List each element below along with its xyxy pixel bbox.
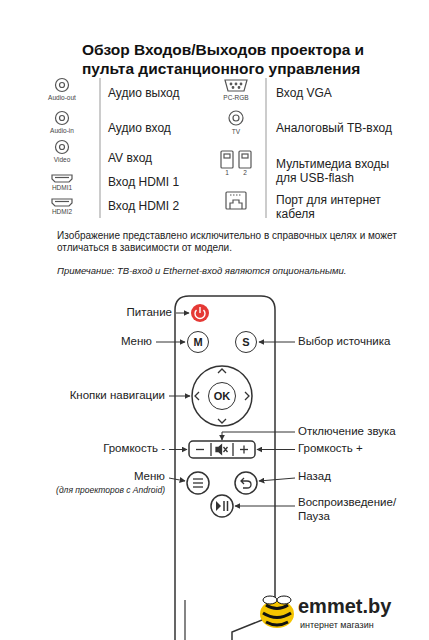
port-code: Audio-in: [35, 127, 89, 135]
button-letter: OK: [214, 390, 231, 402]
callout-label: Громкость +: [298, 442, 426, 456]
callout-label: Воспроизведение/ Пауза: [298, 496, 416, 524]
callout-lines: [156, 313, 295, 506]
button-letter: M: [193, 336, 202, 348]
port-label: Вход VGA: [276, 86, 421, 100]
port-label: Вход HDMI 1: [108, 175, 258, 189]
watermark: emmet.by: [298, 594, 423, 618]
port-label: Вход HDMI 2: [108, 199, 258, 213]
play-button: [211, 495, 233, 517]
back-button: [235, 472, 257, 494]
port-code: Video: [35, 156, 89, 164]
callout-label: Меню: [12, 335, 152, 349]
port-code: Audio-out: [35, 94, 89, 102]
note: Изображение представлено исключительно в…: [57, 230, 402, 254]
menu-icon: [193, 479, 203, 487]
menu-button: [187, 472, 209, 494]
remote-button: OK: [208, 382, 236, 410]
back-icon: [241, 478, 251, 488]
remote-body: [175, 296, 275, 640]
port-label: Аналоговый ТВ-вход: [276, 121, 421, 135]
nav-ring: [192, 366, 252, 426]
logo-bee: [260, 596, 294, 628]
divider: [100, 78, 101, 218]
power-icon: [199, 307, 200, 313]
callout-label: Громкость -: [5, 442, 165, 456]
port-code: TV: [209, 128, 263, 136]
callout-label: Отключение звука: [298, 425, 426, 439]
title: Обзор Входов/Выходов проектора и пульта …: [82, 40, 412, 78]
pause-icon: [224, 501, 228, 511]
port-label: AV вход: [108, 151, 258, 165]
power-button: [191, 304, 209, 322]
nav-arrows: [195, 369, 249, 423]
port-label: Мультимедиа входы для USB-flash: [276, 157, 401, 186]
callout-note: (для проекторов с Android): [5, 485, 165, 495]
callout-label: Выбор источника: [298, 335, 426, 349]
callout-label: Меню: [5, 470, 165, 484]
remote-button: M: [187, 331, 209, 353]
port-number: 1: [220, 169, 234, 177]
volume-bar: [189, 441, 255, 458]
watermark: интернет магазин: [300, 620, 425, 631]
port-number: 2: [238, 169, 252, 177]
port-code: HDMI2: [35, 208, 89, 216]
remote-cable: [184, 600, 185, 640]
port-code: HDMI1: [35, 184, 89, 192]
remote-button: S: [235, 331, 257, 353]
port-code: PC-RGB: [209, 94, 263, 102]
callout-label: Назад: [298, 470, 426, 484]
callout-label: Питание: [22, 306, 172, 320]
note: Примечание: ТВ-вход и Ethernet-вход явля…: [57, 265, 402, 276]
callout-label: Кнопки навигации: [5, 389, 165, 403]
button-letter: S: [242, 336, 249, 348]
port-label: Порт для интернет кабеля: [276, 193, 401, 222]
play-icon: [216, 501, 221, 511]
divider: [266, 78, 267, 218]
volume-icons: [196, 443, 248, 456]
